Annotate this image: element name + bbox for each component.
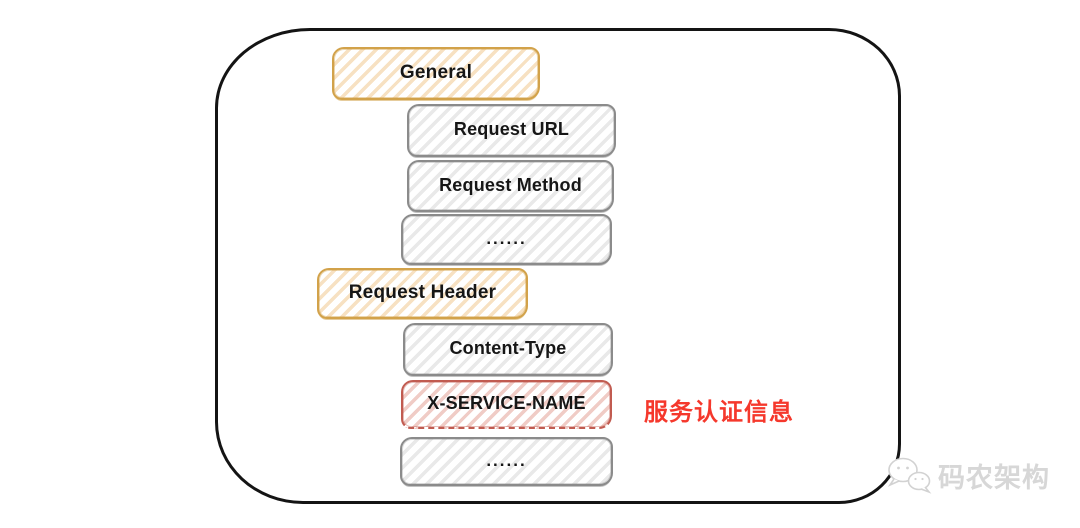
box-x-service-name: X-SERVICE-NAME (401, 380, 612, 429)
watermark-text: 码农架构 (938, 462, 1050, 493)
watermark: 码农架构 (886, 455, 1050, 495)
box-content-type: Content-Type (403, 323, 613, 376)
wechat-icon (887, 457, 932, 494)
box-ellipsis-1-label: ...... (486, 228, 527, 248)
box-request-method: Request Method (407, 160, 614, 212)
http-request-panel (215, 28, 901, 504)
service-auth-annotation: 服务认证信息 (644, 399, 794, 426)
box-request-header-label: Request Header (348, 281, 497, 303)
box-request-url-label: Request URL (453, 119, 570, 139)
box-ellipsis-1: ...... (401, 214, 612, 265)
box-content-type-label: Content-Type (449, 338, 567, 358)
box-general-label: General (399, 61, 473, 83)
box-ellipsis-2: ...... (400, 437, 613, 486)
box-general: General (332, 47, 540, 100)
box-request-url: Request URL (407, 104, 616, 157)
box-request-method-label: Request Method (439, 174, 582, 195)
box-ellipsis-2-label: ...... (486, 450, 527, 470)
box-request-header: Request Header (317, 268, 528, 319)
box-x-service-name-label: X-SERVICE-NAME (427, 393, 586, 413)
